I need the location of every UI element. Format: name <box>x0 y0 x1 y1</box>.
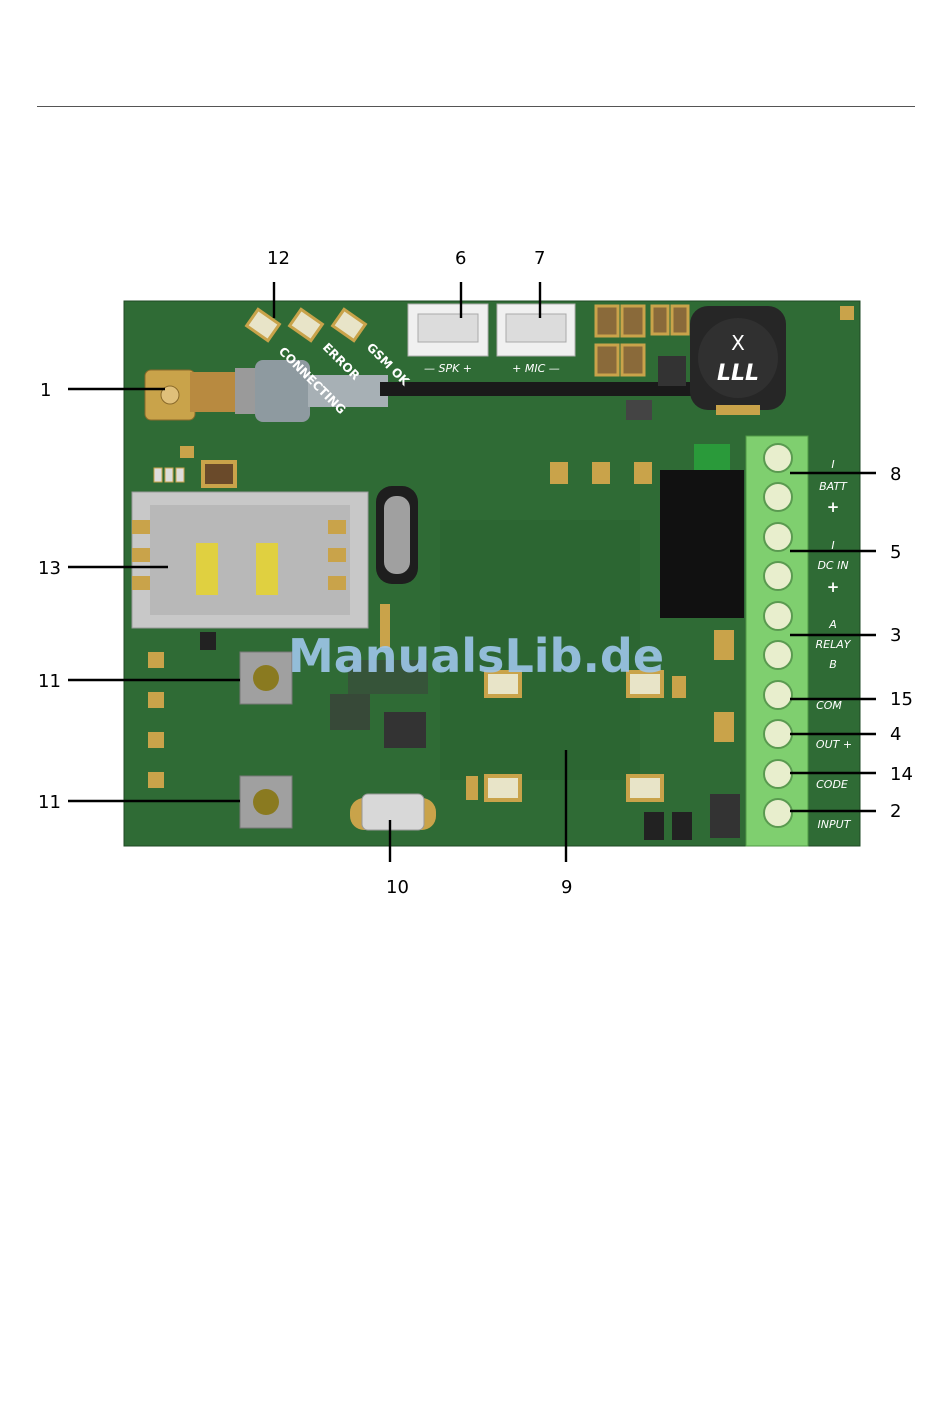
label-dc-in: DC IN <box>817 559 848 572</box>
callout-6: 6 <box>455 248 466 269</box>
label-spk: — SPK + <box>424 362 472 375</box>
relay <box>660 470 744 618</box>
callout-2: 2 <box>890 801 901 822</box>
callout-3: 3 <box>890 625 901 646</box>
callout-1: 1 <box>40 380 51 401</box>
label-dc-plus: + <box>827 578 840 596</box>
callout-14: 14 <box>890 764 913 785</box>
label-relay-a: A <box>828 618 837 631</box>
label-com: COM <box>816 699 842 712</box>
callout-9: 9 <box>561 877 572 898</box>
push-button-upper <box>240 652 292 704</box>
relay-green-part <box>694 444 730 470</box>
terminal-block <box>746 436 808 846</box>
callout-12: 12 <box>267 248 290 269</box>
label-batt: BATT <box>819 480 848 493</box>
label-mic: + MIC — <box>512 362 560 375</box>
crystal-oscillator <box>376 486 418 584</box>
label-relay-b: B <box>829 658 837 671</box>
watermark: ManualsLib.de <box>288 629 664 683</box>
power-inductor: X LLL <box>690 306 786 415</box>
inductor-code: LLL <box>717 361 759 386</box>
callout-5: 5 <box>890 542 901 563</box>
callout-8: 8 <box>890 464 901 485</box>
micro-usb-port <box>350 794 436 830</box>
label-batt-minus: I <box>831 458 834 471</box>
callout-13: 13 <box>38 558 61 579</box>
sim-card-holder <box>132 492 368 628</box>
callout-7: 7 <box>534 248 545 269</box>
callout-10: 10 <box>386 877 409 898</box>
callout-11b: 11 <box>38 792 61 813</box>
callout-15: 15 <box>890 689 913 710</box>
inductor-mark: X <box>731 331 745 355</box>
callout-4: 4 <box>890 724 901 745</box>
antenna-cable <box>380 382 700 396</box>
label-batt-plus: + <box>827 498 840 516</box>
label-code: CODE <box>816 778 848 791</box>
label-relay: RELAY <box>816 638 852 651</box>
label-out: OUT + <box>816 738 852 751</box>
push-button-lower <box>240 776 292 828</box>
corner-pad <box>840 306 854 320</box>
callout-11a: 11 <box>38 671 61 692</box>
label-input: INPUT <box>818 818 852 831</box>
